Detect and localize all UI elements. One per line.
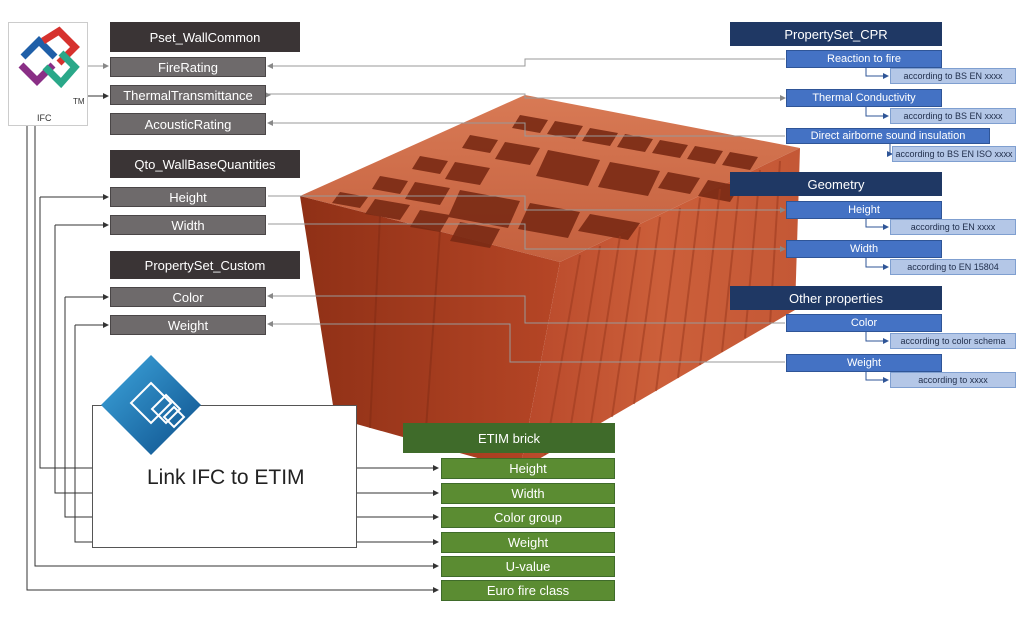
cpr-color-standard: according to color schema [890,333,1016,349]
cpr-reaction-to-fire-standard: according to BS EN xxxx [890,68,1016,84]
ifc-color[interactable]: Color [110,287,266,307]
cpr-thermal-conductivity[interactable]: Thermal Conductivity [786,89,942,107]
propertyset-cpr-header[interactable]: PropertySet_CPR [730,22,942,46]
cpr-height-standard: according to EN xxxx [890,219,1016,235]
ifc-logo-icon [18,26,80,89]
cpr-width-standard: according to EN 15804 [890,259,1016,275]
ifc-thermal-transmittance[interactable]: ThermalTransmittance [110,85,266,105]
ifc-caption: IFC [37,113,52,123]
cpr-direct-airborne-sound-standard: according to BS EN ISO xxxx [892,146,1016,162]
etim-weight[interactable]: Weight [441,532,615,553]
cpr-height[interactable]: Height [786,201,942,219]
cpr-reaction-to-fire[interactable]: Reaction to fire [786,50,942,68]
trademark-label: TM [73,97,85,106]
ifc-height[interactable]: Height [110,187,266,207]
etim-color-group[interactable]: Color group [441,507,615,528]
cpr-weight[interactable]: Weight [786,354,942,372]
ifc-acoustic-rating[interactable]: AcousticRating [110,113,266,135]
etim-u-value[interactable]: U-value [441,556,615,577]
geometry-header[interactable]: Geometry [730,172,942,196]
ifc-weight[interactable]: Weight [110,315,266,335]
cpr-color[interactable]: Color [786,314,942,332]
ifc-width[interactable]: Width [110,215,266,235]
etim-euro-fire-class[interactable]: Euro fire class [441,580,615,601]
cpr-thermal-conductivity-standard: according to BS EN xxxx [890,108,1016,124]
ifc-fire-rating[interactable]: FireRating [110,57,266,77]
etim-height[interactable]: Height [441,458,615,479]
etim-width[interactable]: Width [441,483,615,504]
cpr-direct-airborne-sound[interactable]: Direct airborne sound insulation [786,128,990,144]
link-ifc-etim-label: Link IFC to ETIM [147,466,305,489]
other-properties-header[interactable]: Other properties [730,286,942,310]
cpr-weight-standard: according to xxxx [890,372,1016,388]
ifc-logo: TM IFC [8,22,88,126]
pset-wallcommon-header[interactable]: Pset_WallCommon [110,22,300,52]
cpr-width[interactable]: Width [786,240,942,258]
etim-logo-icon [101,355,201,455]
pset-custom-header[interactable]: PropertySet_Custom [110,251,300,279]
etim-brick-header[interactable]: ETIM brick [403,423,615,453]
qto-wallbase-header[interactable]: Qto_WallBaseQuantities [110,150,300,178]
